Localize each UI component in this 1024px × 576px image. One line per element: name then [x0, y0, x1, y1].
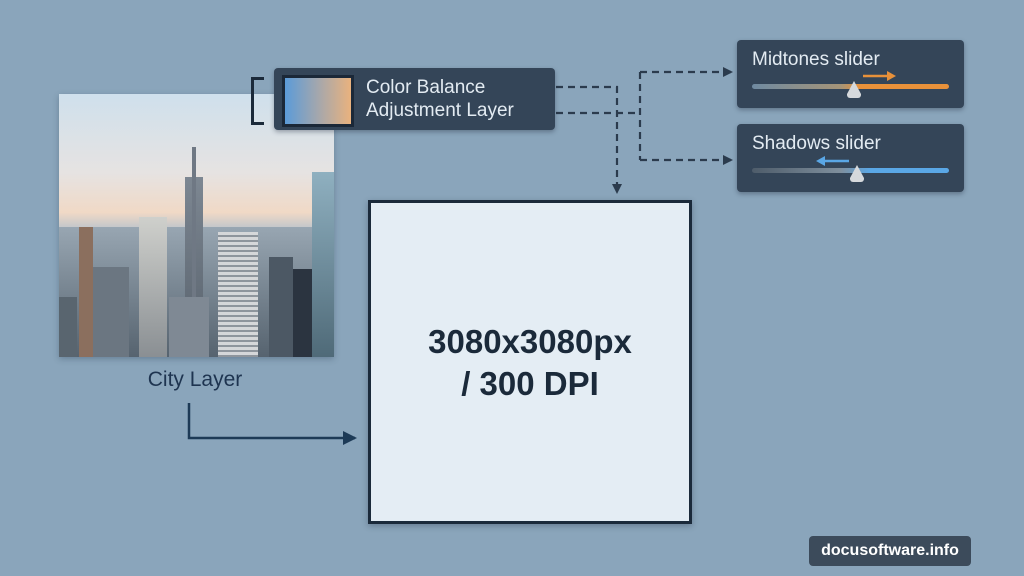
shadows-slider-label: Shadows slider — [752, 133, 881, 154]
adjustment-layer-title: Color Balance — [366, 77, 486, 98]
midtones-slider-label: Midtones slider — [752, 49, 880, 70]
city-layer-image — [59, 94, 334, 357]
output-canvas: 3080x3080px / 300 DPI — [368, 200, 692, 524]
arrow-right-icon — [863, 71, 896, 81]
solid-arrow-to-canvas — [187, 403, 357, 445]
watermark-badge: docusoftware.info — [809, 536, 971, 566]
shadows-slider-panel: Shadows slider — [737, 124, 964, 192]
color-balance-adjustment-layer[interactable]: Color Balance Adjustment Layer — [274, 68, 555, 130]
shadows-slider-thumb[interactable] — [850, 165, 864, 182]
canvas-dimensions: 3080x3080px — [428, 323, 632, 360]
color-gradient-swatch — [282, 75, 354, 127]
bracket-icon — [251, 77, 264, 125]
midtones-slider-panel: Midtones slider — [737, 40, 964, 108]
canvas-resolution: / 300 DPI — [461, 365, 599, 402]
city-layer-label: City Layer — [147, 368, 243, 391]
midtones-slider-thumb[interactable] — [847, 81, 861, 98]
arrow-left-icon — [816, 156, 849, 166]
dashed-arrow-to-canvas — [556, 85, 622, 194]
adjustment-layer-subtitle: Adjustment Layer — [366, 100, 514, 121]
